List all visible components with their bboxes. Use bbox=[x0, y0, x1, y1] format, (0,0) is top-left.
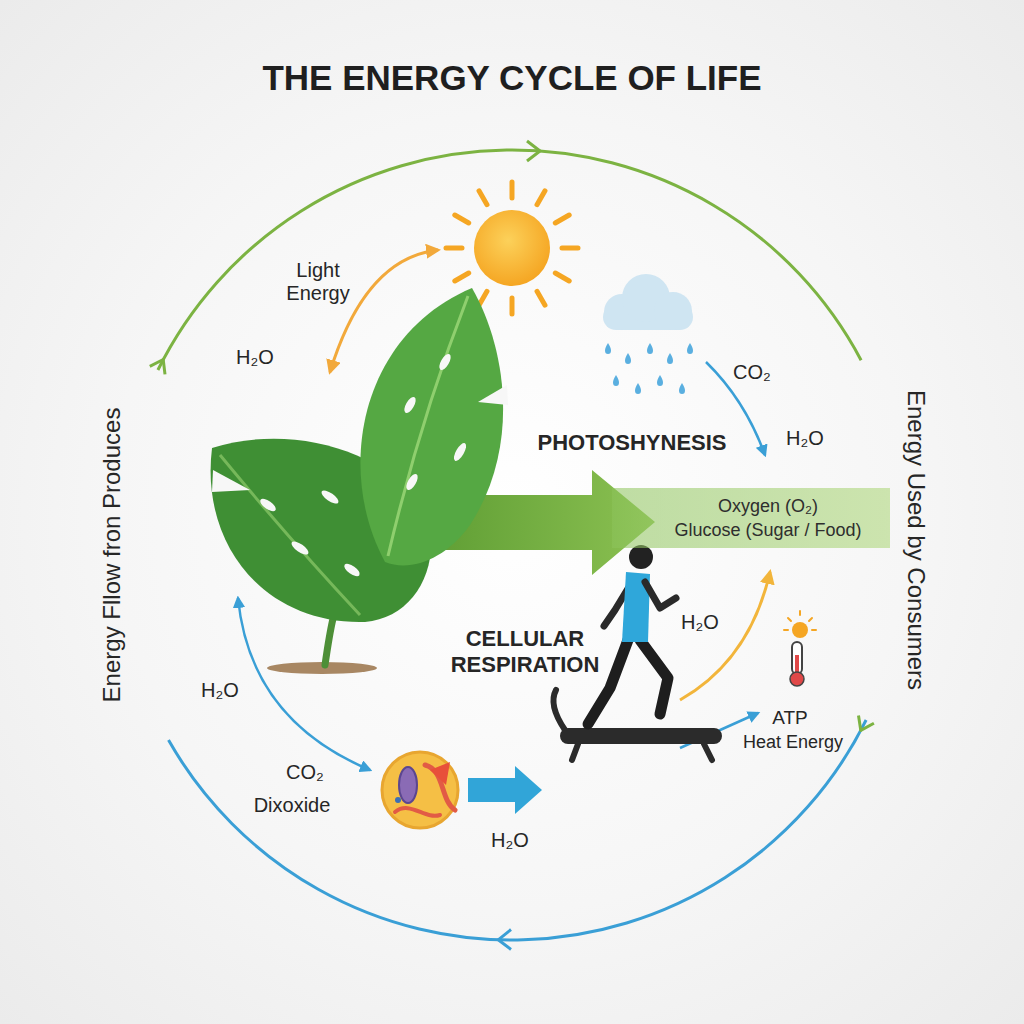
leaf-hole bbox=[404, 472, 420, 492]
rain-drop bbox=[635, 383, 641, 394]
rain-drop bbox=[647, 343, 653, 354]
exchange-arrow bbox=[238, 598, 370, 770]
label-slot: H₂O bbox=[201, 679, 239, 702]
heat-sun bbox=[792, 622, 808, 638]
rain-drop bbox=[667, 353, 673, 364]
diagram-label: H₂O bbox=[491, 829, 529, 852]
diagram-label: Heat Energy bbox=[743, 732, 843, 753]
diagram-label: Light Energy bbox=[278, 259, 358, 305]
leaf-hole bbox=[437, 352, 453, 372]
leaf-slit bbox=[478, 385, 508, 405]
rain-drop bbox=[625, 353, 631, 364]
label-slot: Energy Used by Consumers bbox=[902, 390, 930, 690]
product-band: Oxygen (O₂)Glucose (Sugar / Food) bbox=[612, 488, 890, 548]
label-slot: H₂O bbox=[786, 427, 824, 450]
diagram-label: H₂O bbox=[786, 427, 824, 450]
runner-leg bbox=[640, 640, 668, 714]
runner-arm bbox=[645, 582, 676, 608]
organelle bbox=[395, 797, 401, 803]
product-text: Glucose (Sugar / Food) bbox=[674, 518, 861, 542]
leaf-vein bbox=[220, 455, 360, 615]
diagram-label: H₂O bbox=[201, 679, 239, 702]
runner-head bbox=[629, 545, 653, 569]
diagram-label: ATP bbox=[772, 707, 808, 729]
thermometer bbox=[790, 672, 804, 686]
leaf-hole bbox=[402, 395, 418, 415]
leaf-hole bbox=[290, 539, 311, 557]
label-slot: CO₂ bbox=[286, 761, 324, 784]
cloud bbox=[654, 292, 692, 330]
diagram-label: H₂O bbox=[681, 611, 719, 634]
treadmill bbox=[572, 744, 712, 760]
treadmill bbox=[553, 690, 565, 730]
label-slot: CELLULAR RESPIRATION bbox=[438, 626, 613, 679]
cycle-label: Energy Used by Consumers bbox=[902, 390, 930, 690]
leaf-hole bbox=[258, 497, 277, 514]
stage-heading: PHOTOSHYNESIS bbox=[537, 430, 726, 456]
rain-drop bbox=[687, 343, 693, 354]
leaf-vein bbox=[388, 296, 468, 556]
label-slot: Heat Energy bbox=[743, 732, 843, 753]
leaf-hole bbox=[342, 562, 361, 579]
organelle bbox=[395, 808, 440, 816]
diagram-title: THE ENERGY CYCLE OF LIFE bbox=[0, 58, 1024, 98]
label-slot: H₂O bbox=[236, 346, 274, 369]
cycle-arrowhead bbox=[859, 716, 874, 731]
label-slot: ATP bbox=[772, 707, 808, 729]
leaf-slit bbox=[212, 470, 250, 492]
cycle-arrowhead bbox=[527, 141, 540, 161]
stage-heading: CELLULAR RESPIRATION bbox=[438, 626, 613, 679]
cycle-arrowhead bbox=[150, 360, 165, 375]
block-arrow bbox=[468, 766, 542, 814]
label-slot: Dixoxide bbox=[254, 794, 331, 817]
label-slot: H₂O bbox=[491, 829, 529, 852]
organelle bbox=[430, 762, 450, 785]
label-slot: Light Energy bbox=[278, 259, 358, 305]
leaf-hole bbox=[320, 488, 341, 506]
treadmill bbox=[560, 728, 722, 744]
heat-sun bbox=[784, 611, 816, 630]
title-slot: THE ENERGY CYCLE OF LIFE bbox=[0, 58, 1024, 98]
diagram-label: H₂O bbox=[236, 346, 274, 369]
diagram-label: Dixoxide bbox=[254, 794, 331, 817]
sun bbox=[474, 210, 550, 286]
label-slot: CO₂ bbox=[733, 361, 771, 384]
cell-icon bbox=[382, 752, 458, 828]
cycle-arc bbox=[169, 720, 867, 940]
rain-drop bbox=[657, 375, 663, 386]
cycle-arrowhead bbox=[498, 930, 511, 950]
glucose-arrow bbox=[680, 572, 770, 700]
label-slot: Energy Fllow fron Produces bbox=[98, 408, 126, 703]
leaf-hole bbox=[452, 441, 469, 462]
organelle bbox=[399, 767, 417, 803]
rain-drop bbox=[613, 375, 619, 386]
cycle-arc bbox=[158, 150, 861, 370]
diagram-label: CO₂ bbox=[286, 761, 324, 784]
label-slot: H₂O bbox=[681, 611, 719, 634]
label-slot: PHOTOSHYNESIS bbox=[537, 430, 726, 456]
leaf bbox=[360, 288, 503, 565]
rain-drop bbox=[605, 343, 611, 354]
product-text: Oxygen (O₂) bbox=[718, 494, 818, 518]
thermometer bbox=[792, 642, 802, 674]
rain-drop bbox=[679, 383, 685, 394]
diagram-label: CO₂ bbox=[733, 361, 771, 384]
cycle-label: Energy Fllow fron Produces bbox=[98, 408, 126, 703]
